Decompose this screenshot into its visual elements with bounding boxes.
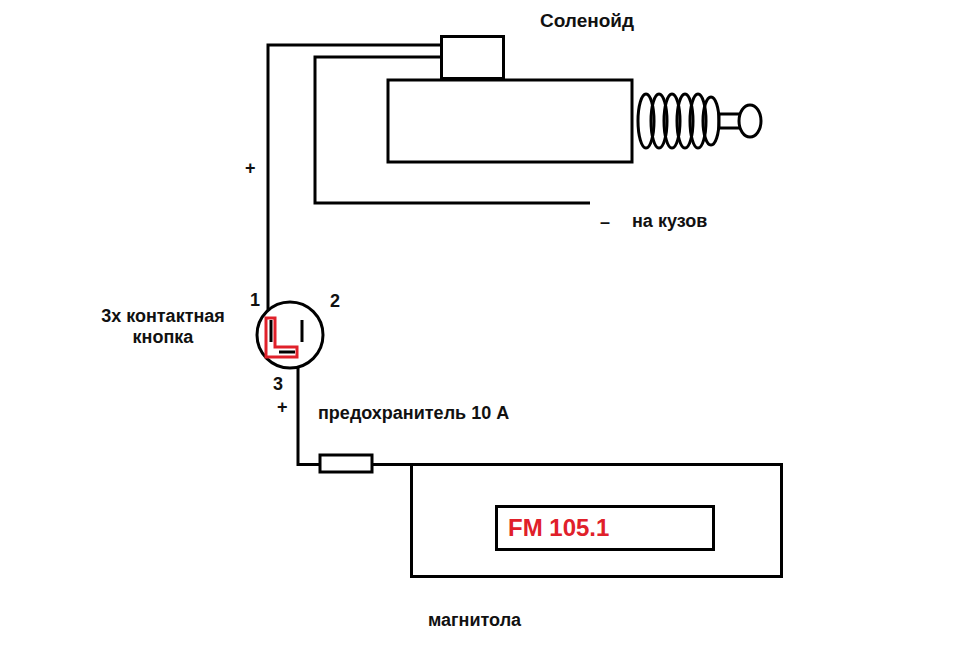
pin-1 [270, 320, 273, 342]
button-outline [255, 300, 325, 370]
pin-number: 2 [330, 291, 340, 312]
solenoid-spring [638, 94, 719, 148]
solenoid-body [388, 80, 632, 162]
pin-number: 1 [250, 290, 260, 311]
fuse-label: предохранитель 10 А [318, 403, 509, 424]
polarity-sign: + [245, 158, 256, 179]
car-radio: магнитолаFM 105.1 [410, 463, 783, 578]
node-heading: магнитола [428, 610, 521, 631]
ground-label: на кузов [632, 211, 707, 232]
radio-display: FM 105.1 [495, 505, 715, 551]
fuse-symbol [320, 455, 372, 472]
button-circle [257, 302, 323, 368]
pin-number: 3 [273, 374, 283, 395]
polarity-sign: + [277, 397, 288, 418]
ground-sign: – [600, 212, 610, 233]
pin-2 [301, 320, 304, 342]
solenoid-plunger [719, 105, 761, 137]
pin-3 [279, 351, 295, 354]
selected-pins-outline [266, 318, 297, 357]
solenoid-connector: Соленойд [440, 35, 505, 80]
push-button: 3х контактная кнопка [255, 300, 325, 370]
node-heading: 3х контактная кнопка [83, 306, 243, 347]
display-text: FM 105.1 [508, 508, 609, 548]
node-heading: Соленойд [540, 10, 634, 32]
